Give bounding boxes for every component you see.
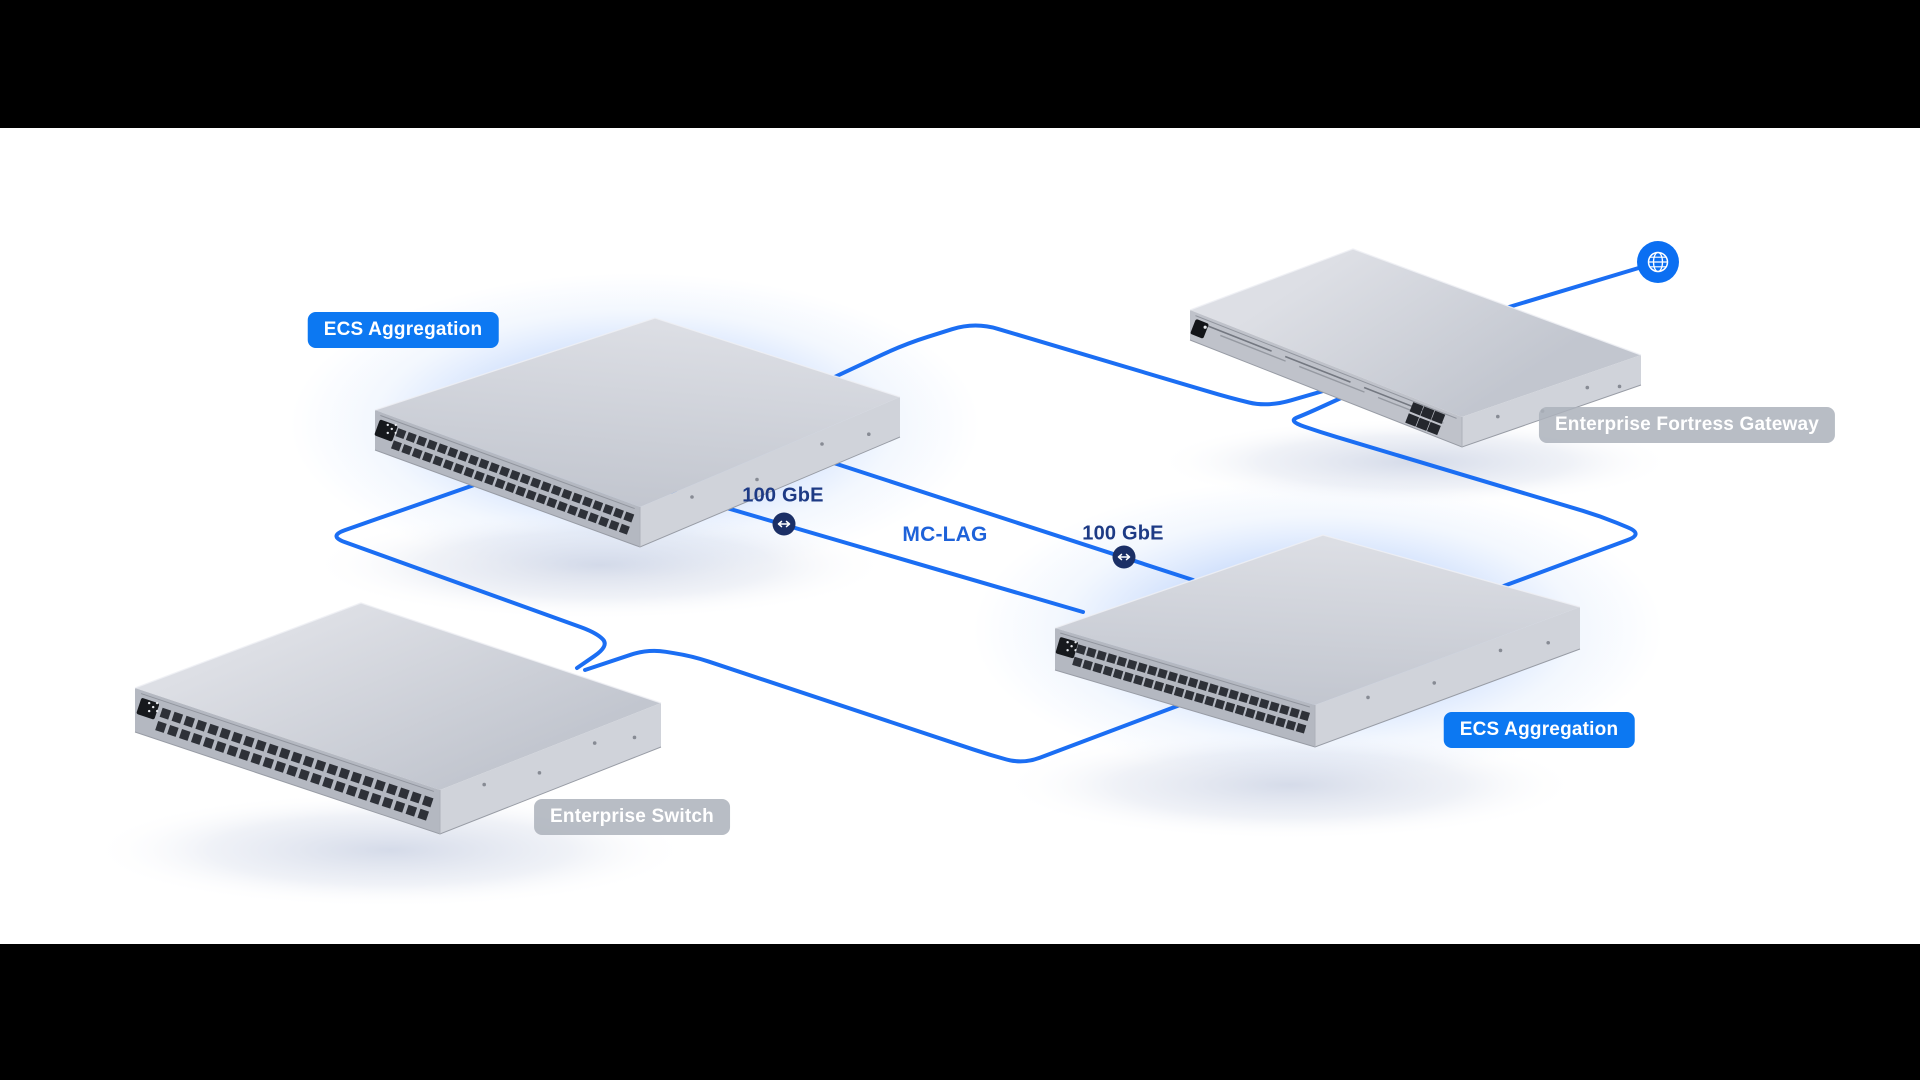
device-ecs-aggregation-top: [374, 317, 901, 548]
label-100gbe-right: 100 GbE: [1082, 522, 1164, 545]
device-enterprise-switch: [134, 602, 662, 835]
link-speed-badge-right: [1112, 545, 1136, 569]
cable-aggtop-to-switch: [334, 475, 607, 670]
letterbox-top: [0, 0, 1920, 128]
label-enterprise-switch: Enterprise Switch: [534, 799, 730, 835]
cable-gateway-to-aggbottom: [1291, 391, 1638, 596]
device-enterprise-fortress-gateway: [1189, 248, 1642, 448]
label-mclag: MC-LAG: [902, 523, 988, 546]
device-ecs-aggregation-bottom: [1054, 534, 1581, 748]
internet-globe-icon: [1637, 241, 1679, 283]
label-ecs-aggregation-bottom: ECS Aggregation: [1443, 712, 1635, 748]
label-enterprise-fortress-gateway: Enterprise Fortress Gateway: [1538, 407, 1836, 443]
cable-switch-to-aggbottom: [583, 648, 1190, 764]
cable-mclag-lower: [670, 490, 1085, 614]
letterbox-bottom: [0, 944, 1920, 1080]
device-display: [136, 698, 160, 720]
label-ecs-aggregation-top: ECS Aggregation: [307, 312, 499, 348]
cable-aggtop-to-gateway: [824, 323, 1339, 407]
label-100gbe-left: 100 GbE: [742, 484, 824, 507]
cable-gateway-to-internet: [1507, 265, 1644, 309]
device-display: [374, 419, 398, 442]
power-inlet: [1190, 319, 1209, 339]
device-display: [1055, 637, 1078, 659]
link-speed-badge-left: [772, 512, 796, 536]
